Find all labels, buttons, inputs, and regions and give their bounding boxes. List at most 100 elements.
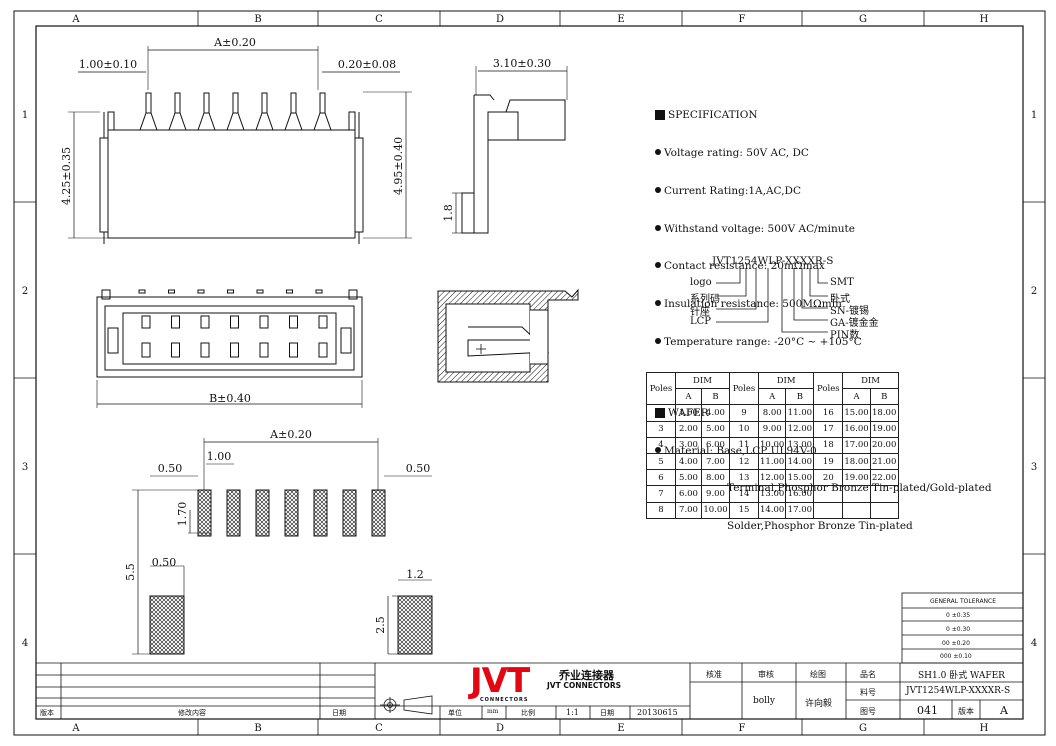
tb-scale-label: 比例 — [521, 709, 535, 717]
dim-cell: 12 — [729, 452, 759, 471]
pin-base — [255, 112, 274, 131]
material-line-3: Solder,Phosphor Bronze Tin-plated — [727, 520, 913, 533]
th-a: A — [757, 388, 787, 406]
dim-right-height: 4.95±0.40 — [392, 137, 405, 195]
dim-cell: 3 — [646, 420, 676, 438]
front-upper-slot — [289, 315, 298, 329]
dim-cell: 13.00 — [757, 485, 787, 503]
dim-cell: 5 — [646, 452, 676, 471]
front-lower-slot — [200, 342, 210, 358]
grid-row-3-right: 3 — [1031, 462, 1037, 473]
grid-row-2-right: 2 — [1031, 286, 1037, 297]
tb-unit-value: mm — [487, 708, 499, 715]
pin-base — [313, 112, 332, 131]
tb-part-label: 料号 — [860, 688, 876, 697]
tb-version-label: 版本 — [40, 709, 54, 717]
front-upper-slot — [259, 315, 269, 329]
grid-col-e-top: E — [617, 14, 624, 25]
dim-cell — [869, 501, 899, 519]
front-top-notch — [138, 289, 146, 294]
dim-cell: 13.00 — [785, 436, 815, 454]
front-lower-slot — [171, 342, 180, 358]
dim-cell — [842, 485, 871, 503]
company-name-en: JVT CONNECTORS — [547, 681, 622, 690]
grid-col-d-top: D — [496, 14, 504, 25]
bullet-icon — [655, 262, 661, 269]
bullet-icon — [655, 186, 661, 193]
tolerance-row-1: 0 ±0.35 — [946, 612, 971, 619]
spec-title: SPECIFICATION — [668, 109, 758, 122]
dim-cell: 17 — [813, 420, 844, 438]
dim-cell: 15.00 — [785, 469, 815, 487]
dim-cell: 22.00 — [869, 469, 899, 487]
tolerance-row-3: 00 ±0.20 — [942, 640, 970, 647]
section-view — [437, 288, 579, 383]
pn-label-horizontal: 卧式 — [830, 294, 850, 305]
tb-date-value: 20130615 — [637, 708, 678, 717]
company-name-cn: 乔业连接器 — [559, 669, 614, 682]
grid-col-a-top: A — [71, 14, 80, 25]
th-b: B — [701, 388, 730, 406]
dim-cell: 21.00 — [869, 452, 899, 471]
bullet-icon — [655, 148, 661, 155]
signal-pad — [371, 489, 386, 537]
front-top-notch — [197, 289, 205, 294]
front-top-notch — [286, 289, 293, 294]
tolerance-row-2: 0 ±0.30 — [946, 626, 971, 633]
dim-cell: 12.00 — [757, 469, 787, 487]
front-lower-slot — [141, 342, 151, 358]
dim-cell: 16 — [813, 404, 844, 422]
side-view — [452, 66, 568, 234]
tb-name-label: 品名 — [860, 670, 876, 679]
pin-base — [284, 112, 303, 131]
pin-base — [139, 112, 158, 131]
tb-drawing-label: 图号 — [860, 707, 876, 716]
pin-contact — [319, 92, 326, 114]
dim-cell — [869, 485, 899, 503]
dim-cell: 4 — [646, 436, 676, 454]
dim-cell: 11.00 — [757, 452, 787, 471]
dim-cell: 6.00 — [675, 485, 702, 503]
spec-square-icon — [655, 110, 665, 121]
dim-cell: 16.00 — [785, 485, 815, 503]
dim-cell — [842, 501, 871, 519]
tb-change-label: 修改内容 — [178, 709, 206, 717]
dim-cell: 5.00 — [675, 469, 702, 487]
signal-pad — [284, 489, 299, 537]
dim-cell — [813, 485, 844, 503]
dim-cell: 2 — [646, 404, 676, 422]
front-lower-slot — [289, 342, 298, 358]
dim-cell: 10.00 — [757, 436, 787, 454]
dim-cell: 14.00 — [785, 452, 815, 471]
pcb-layout — [132, 438, 433, 655]
front-lower-slot — [230, 342, 239, 358]
th-dim: DIM — [842, 371, 899, 390]
dim-cell: 18.00 — [869, 404, 899, 422]
grid-col-d-bottom: D — [496, 723, 504, 734]
signal-pad — [313, 489, 328, 537]
grid-col-b-bottom: B — [254, 723, 261, 734]
front-upper-slot — [230, 315, 239, 329]
dim-cell: 8.00 — [757, 404, 787, 422]
dim-side-height: 1.8 — [442, 204, 455, 222]
dim-pad-margin-left: 0.50 — [158, 462, 183, 475]
tb-rev-label: 版本 — [958, 707, 974, 716]
grid-col-f-top: F — [739, 14, 746, 25]
dim-cell: 9 — [729, 404, 759, 422]
tb-date-label-left: 日期 — [332, 709, 346, 717]
front-top-notch — [168, 289, 175, 294]
dim-cell: 5.00 — [701, 420, 730, 438]
pin-base — [168, 112, 187, 131]
grid-col-e-bottom: E — [617, 723, 624, 734]
tolerance-row-4: 000 ±0.10 — [940, 653, 972, 660]
dim-cell: 17.00 — [785, 501, 815, 519]
dim-left-height: 4.25±0.35 — [60, 147, 73, 205]
dim-cell: 2.00 — [675, 420, 702, 438]
front-view — [96, 289, 363, 408]
tb-drawing-no: 041 — [917, 704, 938, 717]
pin-base — [197, 112, 216, 131]
grid-col-h-top: H — [980, 14, 989, 25]
dim-cell: 7 — [646, 485, 676, 503]
signal-pad — [226, 489, 241, 537]
dim-cell: 14 — [729, 485, 759, 503]
